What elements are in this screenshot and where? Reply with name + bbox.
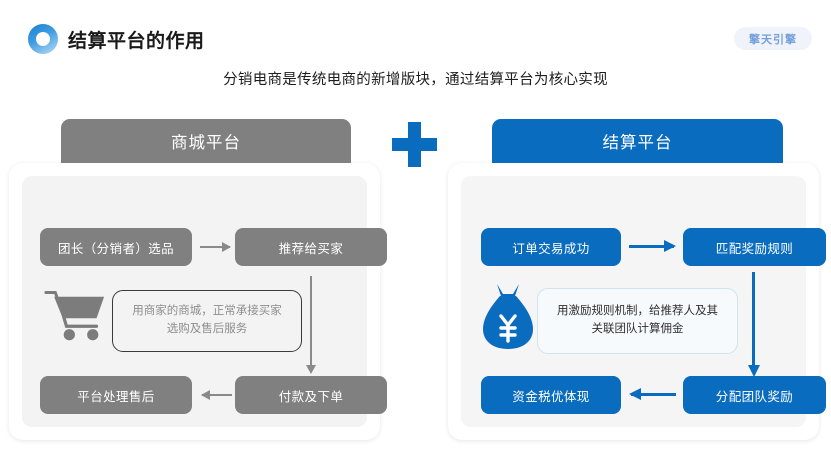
panel-mall: 商城平台 团长（分销者）选品 推荐给买家 平台处理售后 付款及下单 用商家的商城… <box>9 119 387 440</box>
panel-settle: 结算平台 订单交易成功 匹配奖励规则 资金税优体现 分配团队奖励 <box>448 119 826 440</box>
arrow-down-settle <box>747 272 760 377</box>
arrow-right-top-mall <box>200 242 231 252</box>
note-settle: 用激励规则机制，给推荐人及其关联团队计算佣金 <box>537 288 738 354</box>
flow-box-leader-select[interactable]: 团长（分销者）选品 <box>40 228 192 266</box>
flow-box-match-reward-rule[interactable]: 匹配奖励规则 <box>683 228 826 266</box>
flow-box-after-sales[interactable]: 平台处理售后 <box>40 376 192 414</box>
panel-mall-header: 商城平台 <box>61 119 351 163</box>
arrow-head-icon <box>306 365 316 374</box>
flow-box-distribute-team-reward[interactable]: 分配团队奖励 <box>683 376 826 414</box>
shopping-cart-icon <box>44 286 105 344</box>
arrow-head-icon <box>201 390 210 400</box>
page-title: 结算平台的作用 <box>68 31 205 52</box>
panel-settle-body: 订单交易成功 匹配奖励规则 资金税优体现 分配团队奖励 <box>461 176 826 427</box>
arrow-down-mall <box>306 276 316 374</box>
slide-header: 结算平台的作用 擎天引擎 <box>0 0 831 64</box>
flow-box-tax-optimized-payout[interactable]: 资金税优体现 <box>481 376 621 414</box>
arrow-right-top-settle <box>629 240 676 252</box>
note-mall: 用商家的商城，正常承接买家选购及售后服务 <box>112 290 302 352</box>
plus-icon <box>391 121 438 168</box>
slide-subtitle: 分销电商是传统电商的新增版块，通过结算平台为核心实现 <box>223 72 608 88</box>
arrow-head-icon <box>629 388 641 400</box>
flow-box-order-success[interactable]: 订单交易成功 <box>481 228 621 266</box>
panel-mall-body: 团长（分销者）选品 推荐给买家 平台处理售后 付款及下单 用商家的商城，正常承接… <box>22 176 387 427</box>
brand-badge: 擎天引擎 <box>734 27 812 50</box>
arrow-left-bottom-mall <box>201 390 232 400</box>
arrow-head-icon <box>222 242 231 252</box>
flow-box-payment-order[interactable]: 付款及下单 <box>235 376 387 414</box>
panel-settle-header: 结算平台 <box>492 119 783 163</box>
ring-logo-icon <box>28 24 58 54</box>
arrow-left-bottom-settle <box>629 388 676 400</box>
money-bag-yuan-icon <box>479 280 537 352</box>
arrow-head-icon <box>664 240 676 252</box>
flow-box-recommend-buyer[interactable]: 推荐给买家 <box>235 228 387 266</box>
arrow-head-icon <box>747 365 760 377</box>
